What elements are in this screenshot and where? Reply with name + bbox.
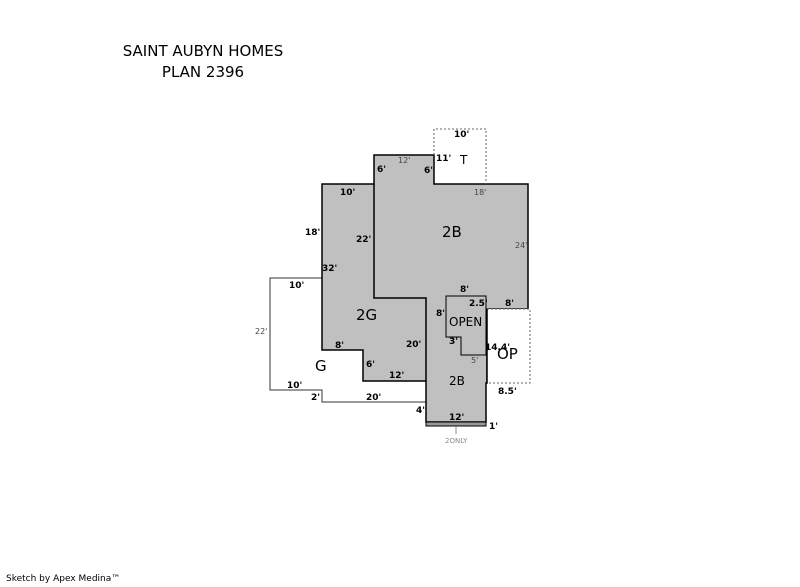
dim-left-32: 32' (322, 264, 337, 274)
dim-inner-22: 22' (356, 235, 371, 245)
dim-open-2-5: 2.5' (469, 299, 488, 309)
room-label-porch: OP (497, 345, 518, 363)
note-two-only: 2ONLY (445, 437, 468, 445)
dim-mid-20: 20' (406, 340, 421, 350)
dim-open-5: 5' (471, 356, 478, 365)
dim-right-top-18: 18' (474, 188, 486, 197)
dim-op-14-4: 14.4' (485, 343, 510, 353)
dim-left-top-10: 10' (340, 188, 355, 198)
porch-outline (487, 308, 531, 384)
dim-open-top-8: 8' (460, 285, 469, 295)
dim-top-6-left: 6' (377, 165, 386, 175)
dim-bottom-12: 12' (449, 413, 464, 423)
dim-bottom-1: 1' (489, 422, 498, 432)
dim-g-left-22: 22' (255, 327, 267, 336)
dim-top-12: 12' (398, 156, 410, 165)
room-label-lower-2b: 2B (449, 374, 465, 388)
dim-bottom-20: 20' (366, 393, 381, 403)
title-plan: PLAN 2396 (161, 63, 245, 81)
dim-open-3: 3' (449, 337, 458, 347)
dim-g-bottom-2: 2' (311, 393, 320, 403)
room-label-terrace: T (459, 153, 468, 167)
room-label-g: G (315, 357, 327, 375)
dim-step-8: 8' (335, 341, 344, 351)
dim-g-step-6: 6' (366, 360, 375, 370)
dim-g-top-10: 10' (289, 281, 304, 291)
upper-2b-divider (373, 184, 427, 381)
room-label-main-2b: 2B (442, 223, 462, 241)
dim-left-18: 18' (305, 228, 320, 238)
dim-g-bottom-10: 10' (287, 381, 302, 391)
title-block: SAINT AUBYN HOMES PLAN 2396 (0, 41, 406, 83)
room-label-open: OPEN (449, 315, 482, 329)
dim-t-side: 11' (436, 154, 451, 164)
dim-op-top-8: 8' (505, 299, 514, 309)
room-label-2g: 2G (356, 306, 377, 324)
open-area-outline (445, 295, 487, 356)
dim-open-left-8: 8' (436, 309, 445, 319)
dim-top-6-right: 6' (424, 166, 433, 176)
terrace-outline (433, 128, 487, 184)
dim-right-24: 24' (515, 241, 527, 250)
title-company: SAINT AUBYN HOMES (122, 42, 284, 60)
dim-mid-12: 12' (389, 371, 404, 381)
dim-op-8-5: 8.5' (498, 387, 517, 397)
sketch-credit: Sketch by Apex Medina™ (6, 574, 121, 584)
dim-t-top: 10' (454, 130, 469, 140)
dim-bottom-4: 4' (416, 406, 425, 416)
